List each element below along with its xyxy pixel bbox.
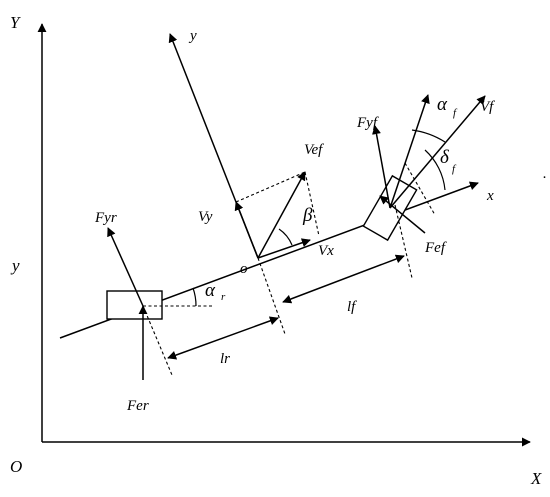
label-Fyr: Fyr	[94, 210, 117, 226]
vel-dash-2	[304, 171, 320, 237]
label-Vy: Vy	[198, 209, 213, 225]
label-o: o	[240, 261, 248, 277]
cg-dash	[257, 257, 286, 335]
delta-f-arc	[424, 149, 446, 191]
fyf-arrow	[372, 125, 391, 209]
label-origin: O	[10, 457, 22, 476]
lr-dimension	[167, 316, 279, 360]
label-alpha-r: α	[205, 280, 216, 301]
lf-dimension	[282, 254, 405, 304]
front-dash-low	[394, 204, 413, 279]
label-Vf: Vf	[480, 99, 495, 115]
label-x-body: x	[486, 188, 494, 204]
label-alpha-f: α	[437, 94, 448, 115]
label-X-axis: X	[530, 469, 542, 488]
fef-arrow	[379, 195, 426, 234]
label-Vx: Vx	[318, 243, 334, 259]
label-Vef: Vef	[304, 142, 324, 158]
rear-dash-vertical	[142, 305, 173, 376]
alpha-f-arc	[411, 129, 446, 143]
rear-wheel	[106, 290, 163, 320]
label-Fyf: Fyf	[356, 115, 379, 131]
label-Fef: Fef	[424, 240, 447, 256]
vel-dash-1	[235, 171, 306, 203]
alpha-r-arc	[192, 287, 197, 307]
steer-arrow	[389, 94, 430, 209]
label-y-global: y	[10, 256, 20, 275]
label-delta-f: δ	[440, 147, 450, 168]
label-Fer: Fer	[126, 398, 149, 414]
label-alpha-f-sub: f	[453, 107, 458, 119]
label-delta-f-sub: f	[452, 163, 457, 175]
label-lr: lr	[220, 351, 230, 367]
vef-arrow	[257, 171, 306, 259]
fyr-arrow	[107, 227, 144, 307]
label-y-body: y	[188, 28, 197, 44]
vy-arrow	[234, 201, 259, 259]
front-dash-long	[404, 162, 436, 216]
label-dot: .	[543, 166, 547, 182]
vx-arrow	[257, 238, 311, 259]
label-beta: β	[302, 205, 313, 226]
vf-arrow	[389, 95, 486, 209]
beta-arc	[278, 228, 293, 246]
label-alpha-r-sub: r	[221, 291, 226, 303]
label-Y-axis: Y	[10, 13, 21, 32]
label-lf: lf	[347, 299, 357, 315]
